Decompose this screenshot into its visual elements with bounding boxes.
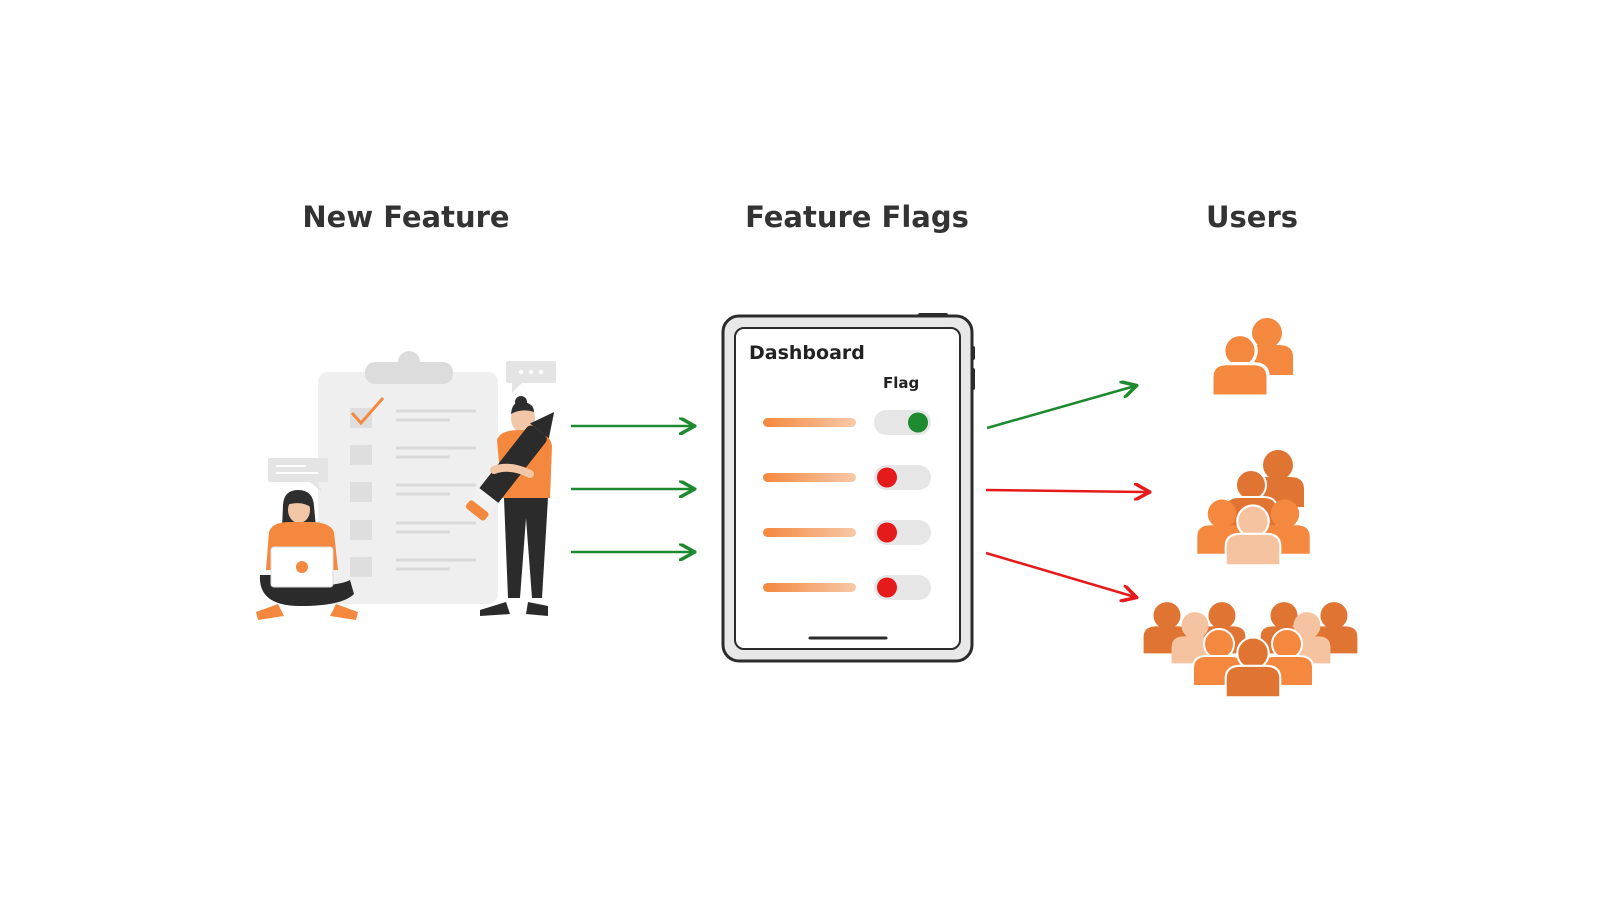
clipboard-icon <box>318 351 498 604</box>
checkmark-icon <box>350 397 385 426</box>
user-group-icon <box>1143 602 1358 699</box>
speech-bubble-icon <box>268 458 328 492</box>
laptop-icon <box>270 546 334 588</box>
large-user-group <box>1143 602 1358 699</box>
flag-row <box>763 575 931 600</box>
small-user-group <box>1210 318 1293 398</box>
outbound-arrows <box>985 386 1148 597</box>
user-group-icon <box>1210 318 1293 398</box>
user-group-icon <box>1197 450 1310 567</box>
tablet-icon <box>721 313 975 663</box>
users-title: Users <box>1205 200 1299 234</box>
pencil-icon <box>465 411 555 521</box>
toggle-icon[interactable] <box>874 410 931 435</box>
medium-user-group <box>1197 450 1310 567</box>
speech-bubble-icon <box>506 361 556 393</box>
new-feature-title: New Feature <box>302 200 510 234</box>
toggle-icon[interactable] <box>874 575 931 600</box>
feature-flags-title: Feature Flags <box>745 200 969 234</box>
flag-column-header: Flag <box>883 374 920 392</box>
feature-bar <box>763 473 856 482</box>
outbound-arrow-disabled <box>985 490 1148 492</box>
dashboard-title: Dashboard <box>749 342 865 364</box>
flag-row <box>763 520 931 545</box>
toggle-icon[interactable] <box>874 465 931 490</box>
feature-bar <box>763 583 856 592</box>
flag-rows <box>763 410 931 600</box>
inbound-arrows <box>571 426 693 552</box>
outbound-arrow-disabled <box>985 551 1135 597</box>
feature-bar <box>763 418 856 427</box>
developer-woman-icon <box>256 490 358 620</box>
developer-man-icon <box>465 396 555 616</box>
feature-bar <box>763 528 856 537</box>
outbound-arrow-enabled <box>986 386 1135 430</box>
new-feature-illustration <box>256 351 556 620</box>
flag-row <box>763 465 931 490</box>
toggle-icon[interactable] <box>874 520 931 545</box>
flag-row <box>763 410 931 435</box>
